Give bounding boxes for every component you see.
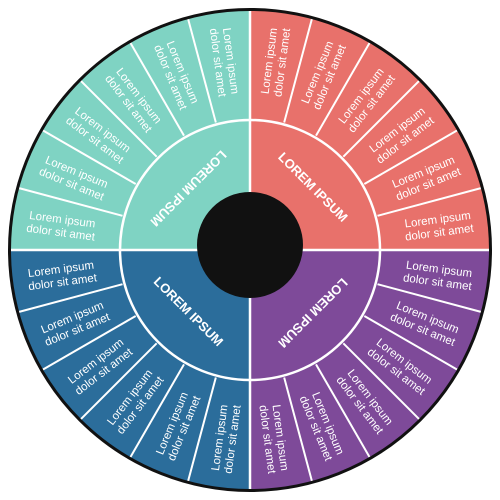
segment-divider [377,186,483,217]
center-disc [197,192,303,298]
inner-ring-arc [249,118,382,251]
segment-divider [41,129,137,185]
segment-divider [129,363,185,459]
segment-divider [283,17,314,123]
inner-ring-arc [118,249,251,382]
segment-divider [363,315,459,371]
segment-divider [129,41,185,137]
segment-divider [283,377,314,483]
segment-divider [342,79,421,158]
segment-divider [186,377,217,483]
inner-ring-arc [118,118,251,251]
inner-ring-arc [249,249,382,382]
segment-divider [79,79,158,158]
segment-divider [342,342,421,421]
segment-divider [315,41,371,137]
segment-divider [17,283,123,314]
segment-divider [41,315,137,371]
segment-divider [186,17,217,123]
outer-border [8,8,492,492]
segment-divider [315,363,371,459]
segment-divider [363,129,459,185]
segment-divider [377,283,483,314]
segment-divider [17,186,123,217]
segment-divider [79,342,158,421]
